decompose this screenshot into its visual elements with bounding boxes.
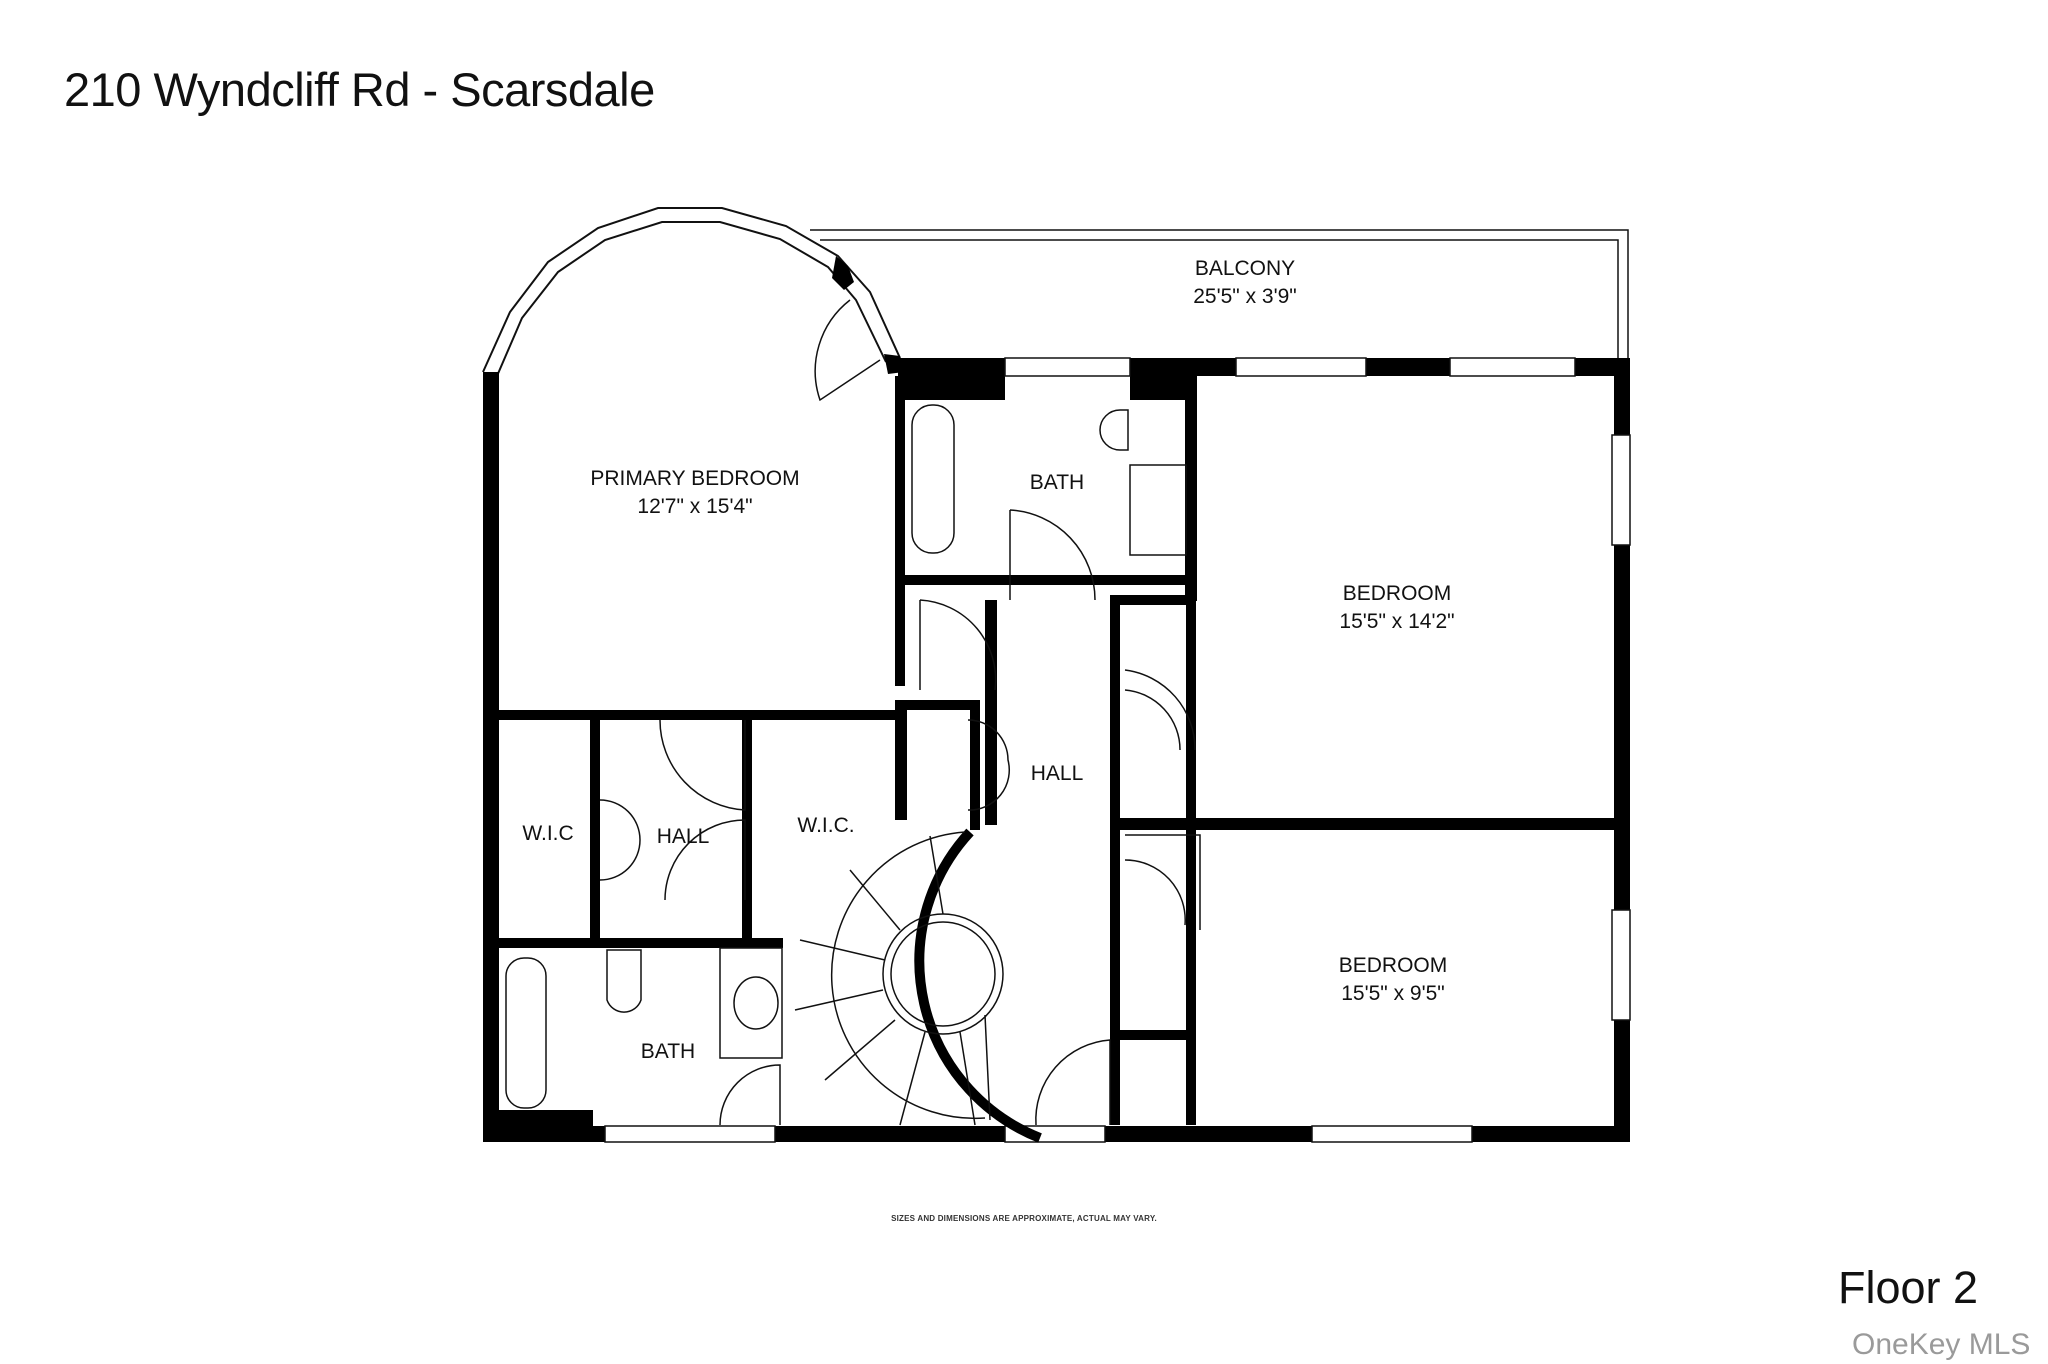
room-label-bath-upper: BATH	[1029, 471, 1085, 494]
room-label-primary-bedroom: PRIMARY BEDROOM 12'7" x 15'4"	[590, 467, 800, 518]
door-swings	[599, 299, 1201, 1126]
room-label-bath-lower: BATH	[640, 1040, 696, 1063]
room-label-wic-left: W.I.C	[522, 822, 574, 845]
spiral-staircase	[794, 828, 1042, 1143]
mls-watermark: OneKey MLS	[1852, 1328, 2031, 1361]
room-label-bedroom-small: BEDROOM 15'5" x 9'5"	[1338, 954, 1448, 1005]
room-label-hall-small: HALL	[656, 825, 710, 848]
room-label-balcony: BALCONY 25'5" x 3'9"	[1193, 257, 1297, 308]
windows	[604, 357, 1631, 1143]
room-label-wic-right: W.I.C.	[797, 814, 855, 837]
property-address-title: 210 Wyndcliff Rd - Scarsdale	[64, 63, 655, 116]
fixtures	[505, 404, 1187, 1109]
bay-window	[482, 207, 901, 377]
room-label-hall-main: HALL	[1030, 762, 1084, 785]
floor-label: Floor 2	[1838, 1262, 1979, 1313]
disclaimer-text: SIZES AND DIMENSIONS ARE APPROXIMATE, AC…	[891, 1214, 1157, 1223]
room-label-bedroom-large: BEDROOM 15'5" x 14'2"	[1339, 582, 1455, 633]
